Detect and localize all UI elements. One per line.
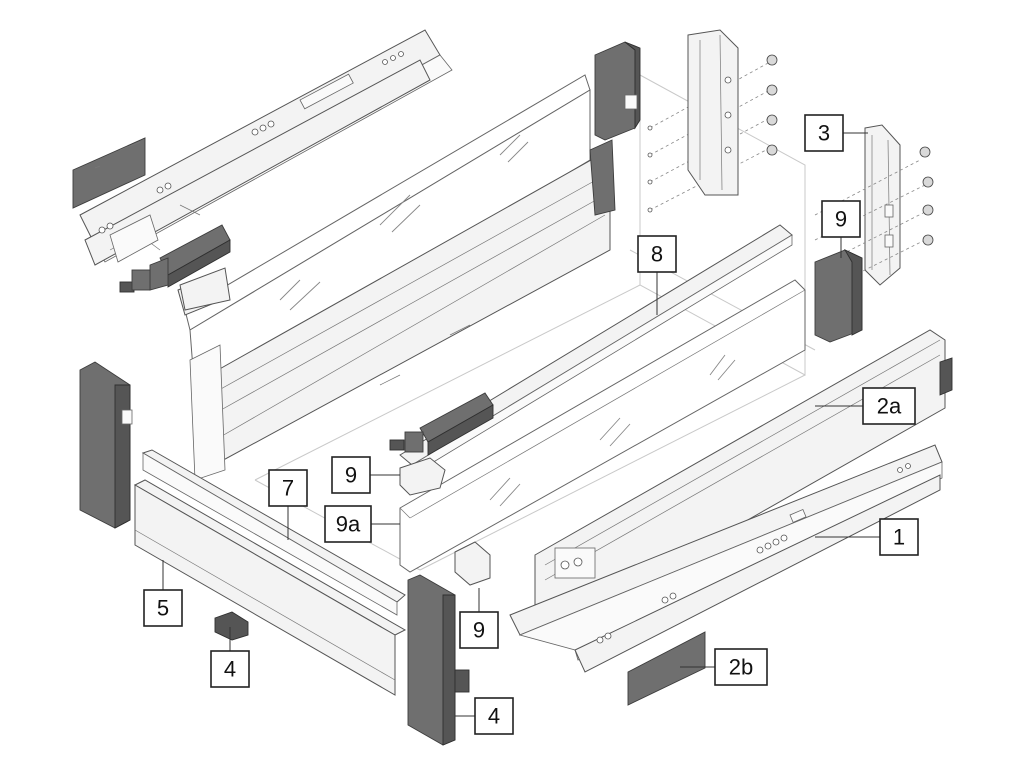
front-rail-7 <box>141 449 406 616</box>
back-runner-left <box>79 29 453 266</box>
callout-7-text: 7 <box>282 476 294 501</box>
callout-9-rear-text: 9 <box>835 207 847 232</box>
callout-5: 5 <box>143 589 183 627</box>
front-clip-4 <box>214 611 249 641</box>
callout-5-text: 5 <box>157 596 169 621</box>
front-bracket-9-left <box>399 457 446 496</box>
callout-9-bottom-text: 9 <box>473 618 485 643</box>
callout-9a-text: 9a <box>336 512 361 537</box>
push-to-open-unit-front <box>389 392 494 456</box>
callout-1-text: 1 <box>893 525 905 550</box>
callout-4-cap-text: 4 <box>488 704 500 729</box>
callout-3-text: 3 <box>818 121 830 146</box>
push-to-open-unit-back <box>119 224 231 293</box>
rear-bracket-9 <box>814 248 863 343</box>
callout-9-front: 9 <box>331 456 371 494</box>
screws-right <box>814 146 934 296</box>
callout-9-rear: 9 <box>821 200 861 238</box>
callout-8-text: 8 <box>651 242 663 267</box>
rear-clip-9 <box>179 267 231 311</box>
callout-2a: 2a <box>862 387 916 425</box>
callout-3: 3 <box>804 114 844 152</box>
callout-7: 7 <box>268 469 308 507</box>
callout-4-cap: 4 <box>474 697 514 735</box>
runner-holes <box>98 51 404 234</box>
callout-4-clip: 4 <box>210 650 250 688</box>
rear-connector-upright <box>687 29 739 196</box>
front-cap-right <box>407 574 470 746</box>
callout-4-clip-text: 4 <box>224 657 236 682</box>
side-profile-back <box>189 139 616 481</box>
rear-connector-right <box>864 124 901 286</box>
callout-2b-text: 2b <box>729 655 753 680</box>
front-runner-holes <box>596 463 911 644</box>
callout-2b: 2b <box>714 648 768 686</box>
cover-cap-front <box>627 631 706 706</box>
rear-bracket-dark <box>594 41 641 141</box>
cover-cap-back <box>72 137 146 209</box>
front-bracket-9-bottom <box>454 541 491 586</box>
rear-panel-8 <box>399 224 793 476</box>
front-panel-5 <box>133 479 407 696</box>
callout-2a-text: 2a <box>877 394 902 419</box>
callout-9-bottom: 9 <box>459 611 499 649</box>
callout-9a: 9a <box>324 505 372 543</box>
glass-side-panel-front <box>399 279 806 573</box>
front-cap-left <box>79 361 133 529</box>
callout-8: 8 <box>637 235 677 273</box>
callout-9-front-text: 9 <box>345 463 357 488</box>
leader-lines <box>162 132 880 717</box>
front-runner <box>509 444 943 673</box>
callout-1: 1 <box>879 518 919 556</box>
